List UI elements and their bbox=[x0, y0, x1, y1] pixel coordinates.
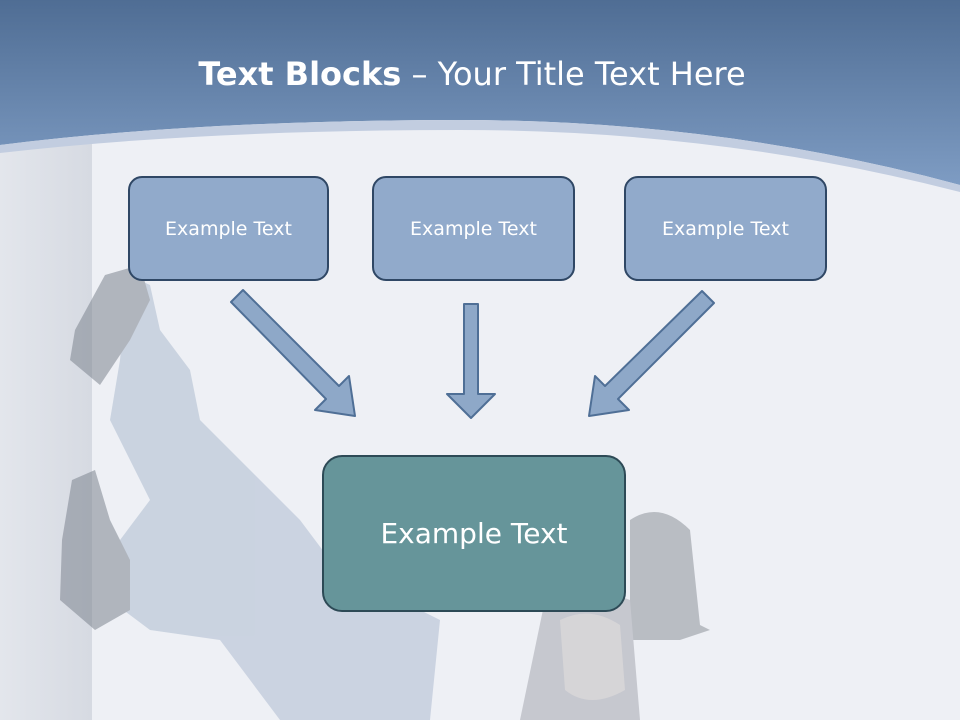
bottom-box: Example Text bbox=[322, 455, 626, 612]
background-photo bbox=[60, 265, 710, 720]
slide-title: Text Blocks – Your Title Text Here bbox=[0, 52, 944, 96]
wall-panel bbox=[0, 140, 92, 720]
top-box-right: Example Text bbox=[624, 176, 827, 281]
top-box-right-label: Example Text bbox=[662, 217, 789, 240]
top-box-center: Example Text bbox=[372, 176, 575, 281]
top-box-left: Example Text bbox=[128, 176, 329, 281]
title-bold: Text Blocks bbox=[198, 55, 402, 93]
header-swoosh bbox=[0, 120, 960, 192]
top-box-left-label: Example Text bbox=[165, 217, 292, 240]
arrow-left bbox=[230, 289, 356, 417]
top-box-center-label: Example Text bbox=[410, 217, 537, 240]
title-rest: – Your Title Text Here bbox=[401, 55, 746, 93]
bottom-box-label: Example Text bbox=[380, 517, 568, 550]
header-band bbox=[0, 0, 960, 185]
arrow-center bbox=[446, 303, 496, 419]
arrow-right bbox=[588, 290, 715, 417]
